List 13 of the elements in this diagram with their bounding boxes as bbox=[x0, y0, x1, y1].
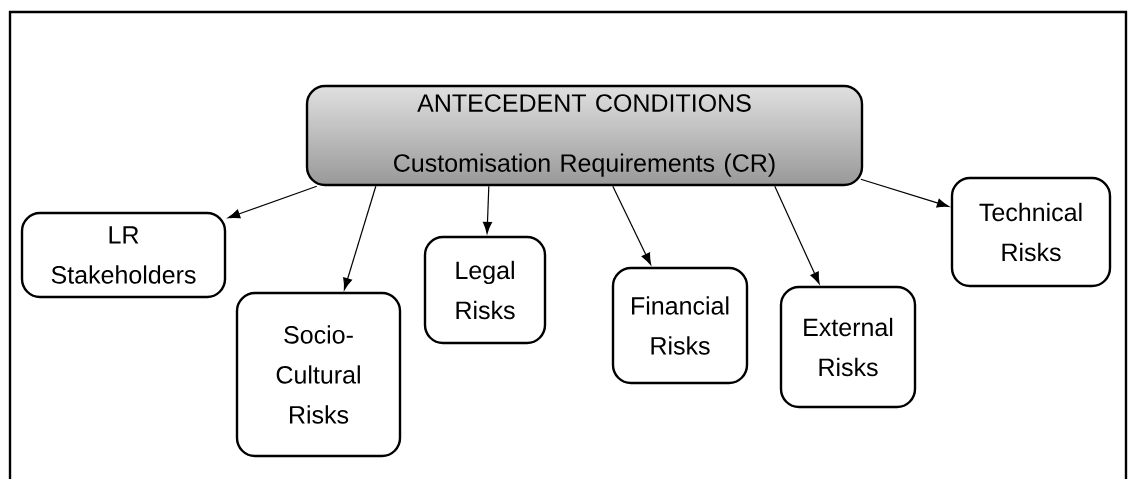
arrow bbox=[482, 185, 493, 234]
risk-box: Socio-Cultural Risks bbox=[235, 291, 402, 458]
risk-box: External Risks bbox=[779, 285, 917, 409]
risk-box: Legal Risks bbox=[423, 235, 547, 345]
risk-box: Technical Risks bbox=[950, 176, 1112, 288]
risk-box: LR Stakeholders bbox=[20, 211, 227, 299]
heading-box: ANTECEDENT CONDITIONS Customisation Requirements (CR) bbox=[305, 84, 864, 187]
arrow bbox=[612, 185, 652, 266]
arrow bbox=[860, 178, 949, 208]
arrow bbox=[343, 185, 377, 290]
risk-box: Financial Risks bbox=[611, 266, 749, 385]
arrow bbox=[228, 185, 318, 219]
arrow bbox=[774, 185, 820, 285]
